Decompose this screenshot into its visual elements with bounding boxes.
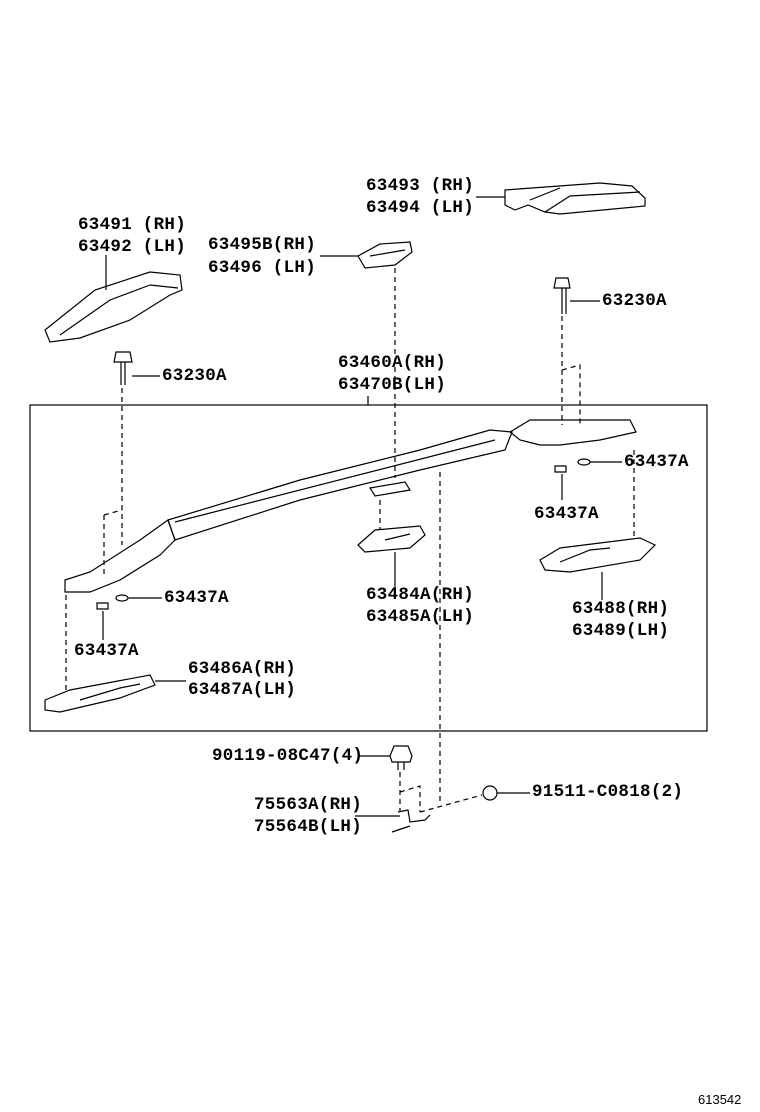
label-63491: 63491 (RH) (78, 215, 187, 235)
rear-pad (539, 450, 657, 600)
label-63485a: 63485A(LH) (366, 607, 475, 627)
roof-rail (64, 419, 637, 593)
label-63230a-rear: 63230A (602, 291, 667, 311)
bolt-rear (553, 277, 600, 425)
label-63470b: 63470B(LH) (338, 375, 447, 395)
label-63437a-front-b: 63437A (74, 641, 139, 661)
figure-number: 613542 (698, 1092, 742, 1107)
center-pad (357, 500, 426, 588)
label-63489: 63489(LH) (572, 621, 670, 641)
label-75563a: 75563A(RH) (254, 795, 363, 815)
front-pad (44, 595, 186, 713)
washers (96, 458, 622, 640)
label-63492: 63492 (LH) (78, 237, 187, 257)
label-91511-c0818: 91511-C0818(2) (532, 782, 684, 802)
label-63494: 63494 (LH) (366, 198, 475, 218)
bolt-front (103, 351, 160, 575)
center-cover (320, 241, 413, 478)
label-63486a: 63486A(RH) (188, 659, 297, 679)
label-63437a-front-a: 63437A (164, 588, 229, 608)
label-63493: 63493 (RH) (366, 176, 475, 196)
label-63487a: 63487A(LH) (188, 680, 297, 700)
label-63437a-rear-b: 63437A (534, 504, 599, 524)
bottom-hardware (355, 472, 530, 833)
label-63230a-front: 63230A (162, 366, 227, 386)
label-63460a: 63460A(RH) (338, 353, 447, 373)
label-63488: 63488(RH) (572, 599, 670, 619)
label-63437a-rear-a: 63437A (624, 452, 689, 472)
label-63484a: 63484A(RH) (366, 585, 475, 605)
label-63496: 63496 (LH) (208, 258, 317, 278)
label-75564b: 75564B(LH) (254, 817, 363, 837)
assembly-boundary (29, 404, 708, 732)
rear-side-cover (476, 182, 646, 215)
label-90119-08c47: 90119-08C47(4) (212, 746, 364, 766)
label-63495b: 63495B(RH) (208, 235, 317, 255)
front-side-cover (44, 255, 183, 343)
